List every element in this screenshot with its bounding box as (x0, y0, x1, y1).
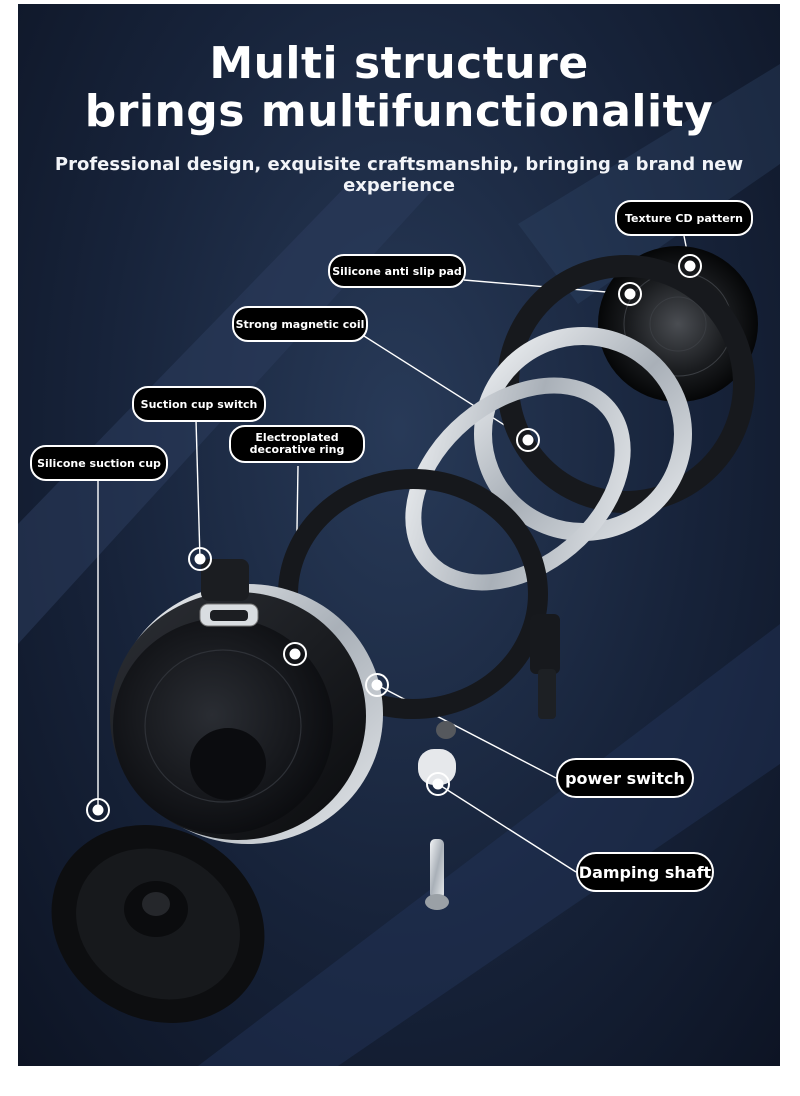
anti-slip-pad-ring (497, 255, 755, 513)
callout-markers (86, 254, 702, 822)
product-poster: Multi structure brings multifunctionalit… (18, 4, 780, 1066)
callout-power-switch: power switch (556, 758, 694, 798)
callout-texture-cd-pattern: Texture CD pattern (615, 200, 753, 236)
subtitle: Professional design, exquisite craftsman… (54, 154, 744, 196)
title-line-1: Multi structure (209, 38, 589, 89)
callout-silicone-suction-cup: Silicone suction cup (30, 445, 168, 481)
silicone-suction-cup (51, 825, 265, 1023)
callout-electroplated-decorative-ring: Electroplated decorative ring (229, 425, 365, 463)
callout-strong-magnetic-coil: Strong magnetic coil (232, 306, 368, 342)
damping-shaft (418, 721, 456, 910)
callout-electroplated-line-2: decorative ring (249, 443, 345, 456)
callout-damping-shaft: Damping shaft (576, 852, 714, 892)
callout-suction-cup-switch: Suction cup switch (132, 386, 266, 422)
magnetic-coil-rings (405, 327, 692, 591)
title-line-2: brings multifunctionality (84, 86, 714, 137)
callout-silicone-anti-slip-pad: Silicone anti slip pad (328, 254, 466, 288)
exploded-product-illustration (18, 64, 780, 1066)
main-body (110, 559, 383, 844)
callout-electroplated-line-1: Electroplated (255, 431, 339, 444)
